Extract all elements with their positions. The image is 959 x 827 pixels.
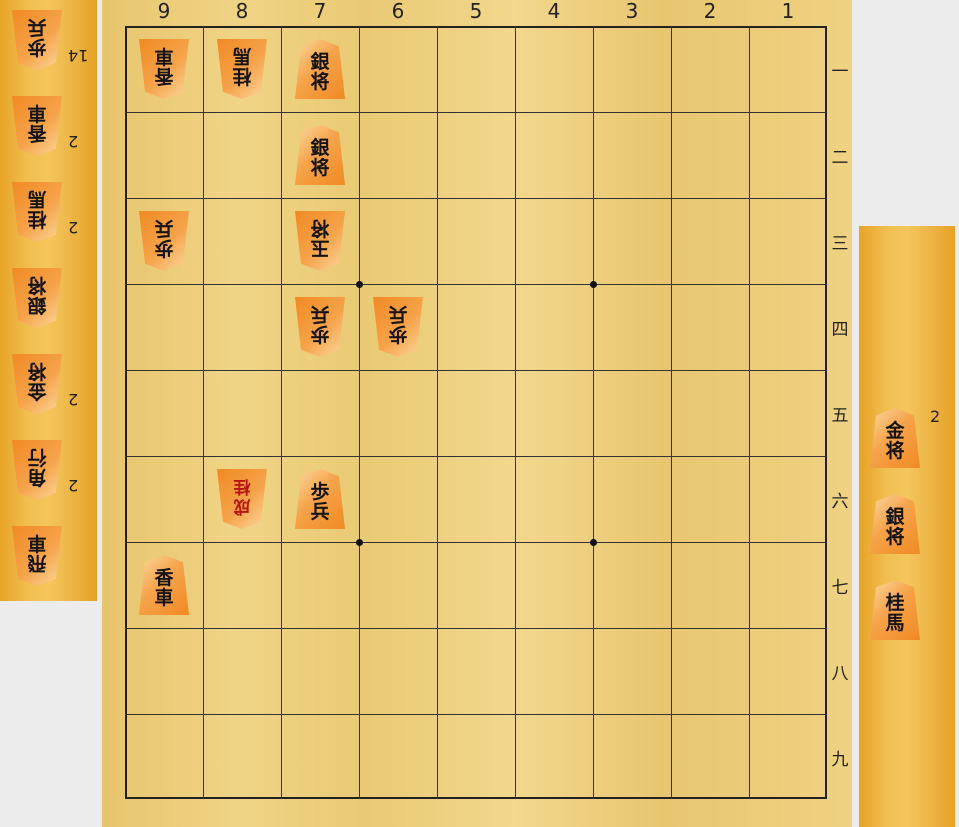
board-piece-label: 香車 [154, 45, 174, 87]
board-piece[interactable]: 歩兵 [373, 297, 423, 357]
grid-line-horizontal [125, 284, 827, 285]
rank-label: 七 [831, 578, 849, 598]
board-piece[interactable]: 歩兵 [139, 211, 189, 271]
grid-line-vertical [437, 26, 438, 799]
grid-line-horizontal [125, 198, 827, 199]
board-piece-label: 香車 [154, 567, 174, 609]
gote-hand-count: 14 [68, 46, 89, 65]
grid-line-vertical [281, 26, 282, 799]
board-piece[interactable]: 歩兵 [295, 297, 345, 357]
file-label: 2 [703, 0, 717, 23]
board-piece[interactable]: 成桂 [217, 469, 267, 529]
file-label: 8 [235, 0, 249, 23]
sente-hand-count: 2 [930, 407, 941, 426]
board-piece[interactable]: 歩兵 [295, 469, 345, 529]
grid-line-vertical [203, 26, 204, 799]
gote-hand-gold-label: 金将 [27, 360, 47, 402]
grid-line-vertical [359, 26, 360, 799]
grid-line-horizontal [125, 542, 827, 543]
grid-line-horizontal [125, 714, 827, 715]
sente-hand-knight[interactable]: 桂馬 [870, 580, 920, 640]
board-grid [125, 26, 827, 799]
gote-hand-knight-label: 桂馬 [27, 188, 47, 230]
star-point [356, 539, 363, 546]
sente-hand-knight-label: 桂馬 [885, 592, 905, 634]
gote-hand-pawn-label: 歩兵 [27, 16, 47, 58]
rank-label: 九 [831, 750, 849, 770]
sente-hand-gold-label: 金将 [885, 420, 905, 462]
gote-hand-rook[interactable]: 飛車 [12, 526, 62, 586]
board-piece-label: 歩兵 [310, 303, 330, 345]
grid-line-vertical [515, 26, 516, 799]
board-piece-label: 歩兵 [310, 481, 330, 523]
sente-hand-silver-label: 銀将 [885, 506, 905, 548]
board-piece[interactable]: 香車 [139, 39, 189, 99]
grid-line-vertical [593, 26, 594, 799]
board-piece-label: 銀将 [310, 137, 330, 179]
sente-hand-silver[interactable]: 銀将 [870, 494, 920, 554]
board-piece[interactable]: 玉将 [295, 211, 345, 271]
gote-hand-count: 2 [68, 390, 79, 409]
gote-hand-pawn[interactable]: 歩兵 [12, 10, 62, 70]
file-label: 3 [625, 0, 639, 23]
grid-line-vertical [749, 26, 750, 799]
gote-hand-bishop[interactable]: 角行 [12, 440, 62, 500]
file-label: 6 [391, 0, 405, 23]
grid-line-horizontal [125, 370, 827, 371]
file-label: 1 [781, 0, 795, 23]
rank-label: 八 [831, 664, 849, 684]
grid-line-vertical [671, 26, 672, 799]
file-label: 5 [469, 0, 483, 23]
file-label: 7 [313, 0, 327, 23]
gote-hand-rook-label: 飛車 [27, 532, 47, 574]
gote-hand-lance-label: 香車 [27, 102, 47, 144]
board-piece-label: 銀将 [310, 51, 330, 93]
shogi-board [102, 0, 852, 827]
grid-line-horizontal [125, 456, 827, 457]
gote-hand-lance[interactable]: 香車 [12, 96, 62, 156]
board-piece[interactable]: 銀将 [295, 125, 345, 185]
star-point [356, 281, 363, 288]
star-point [590, 539, 597, 546]
gote-hand-silver-label: 銀将 [27, 274, 47, 316]
rank-label: 四 [831, 320, 849, 340]
rank-label: 六 [831, 492, 849, 512]
board-piece[interactable]: 香車 [139, 555, 189, 615]
gote-hand-count: 2 [68, 218, 79, 237]
board-piece[interactable]: 桂馬 [217, 39, 267, 99]
grid-line-horizontal [125, 628, 827, 629]
board-piece-label: 桂馬 [232, 45, 252, 87]
board-piece-label: 成桂 [233, 476, 251, 516]
star-point [590, 281, 597, 288]
gote-hand-count: 2 [68, 132, 79, 151]
board-piece-label: 歩兵 [388, 303, 408, 345]
gote-hand-knight[interactable]: 桂馬 [12, 182, 62, 242]
file-label: 4 [547, 0, 561, 23]
rank-label: 一 [831, 62, 849, 82]
gote-hand-silver[interactable]: 銀将 [12, 268, 62, 328]
board-piece-label: 歩兵 [154, 217, 174, 259]
gote-hand-count: 2 [68, 476, 79, 495]
board-piece[interactable]: 銀将 [295, 39, 345, 99]
board-piece-label: 玉将 [310, 217, 330, 259]
sente-hand-gold[interactable]: 金将 [870, 408, 920, 468]
grid-line-horizontal [125, 112, 827, 113]
rank-label: 二 [831, 148, 849, 168]
file-label: 9 [157, 0, 171, 23]
rank-label: 三 [831, 234, 849, 254]
gote-hand-gold[interactable]: 金将 [12, 354, 62, 414]
rank-label: 五 [831, 406, 849, 426]
gote-hand-bishop-label: 角行 [27, 446, 47, 488]
